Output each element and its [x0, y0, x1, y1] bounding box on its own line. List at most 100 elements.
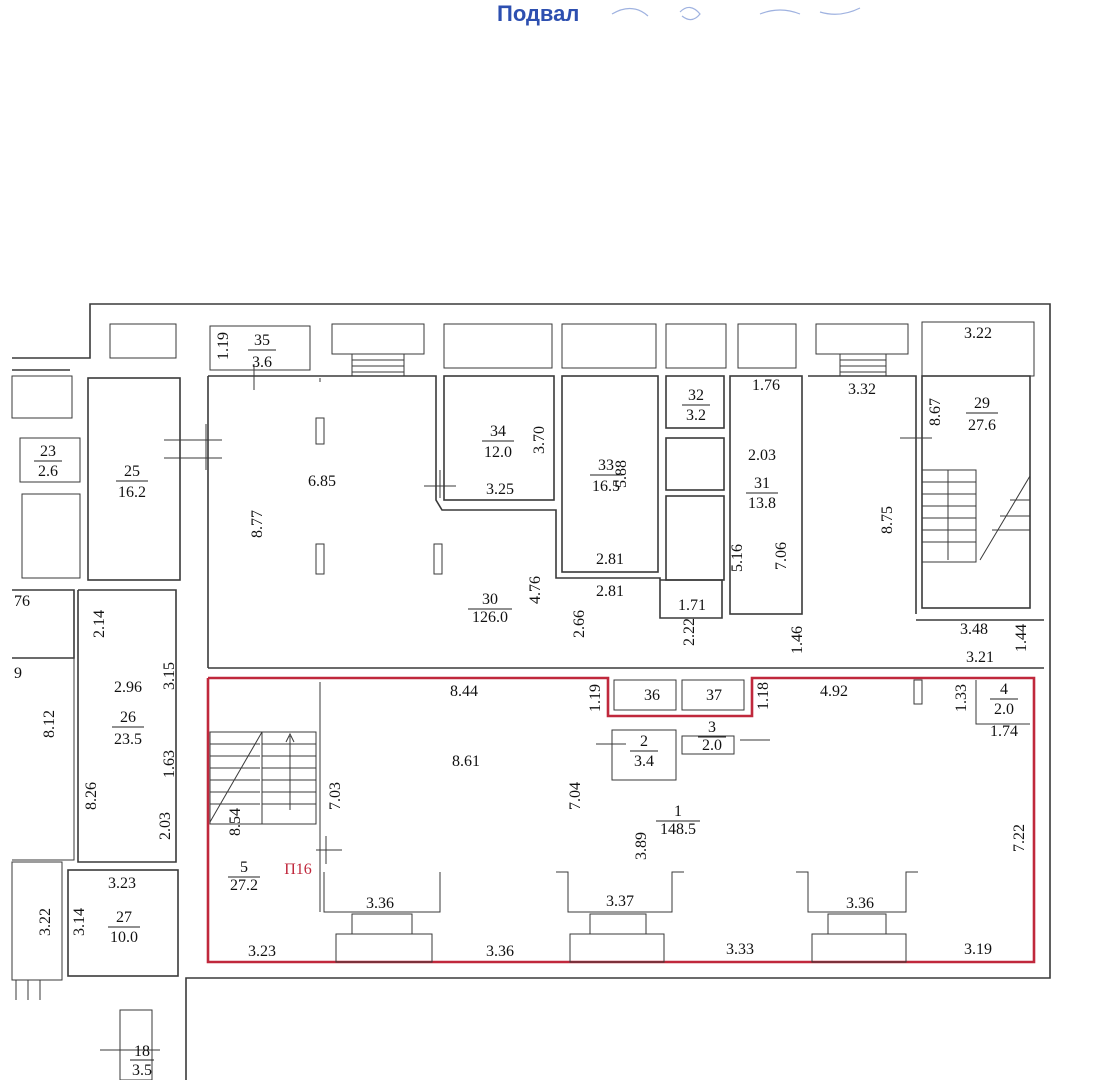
svg-text:27.6: 27.6	[968, 417, 996, 434]
interior-walls	[11, 375, 1044, 1080]
svg-text:35: 35	[254, 332, 270, 349]
dimension: 3.37	[606, 893, 634, 910]
svg-text:126.0: 126.0	[472, 609, 508, 626]
svg-text:5: 5	[240, 859, 248, 876]
dimension: 1.44	[1013, 624, 1030, 652]
svg-text:12.0: 12.0	[484, 444, 512, 461]
svg-text:33: 33	[598, 457, 614, 474]
dimension: 2.81	[596, 551, 624, 568]
room-label: 31 13.8	[746, 475, 778, 512]
dimension: 8.54	[227, 808, 244, 836]
dimension: 3.23	[108, 875, 136, 892]
dimension: 2.66	[571, 610, 588, 638]
svg-text:34: 34	[490, 423, 506, 440]
dimension: 3.15	[161, 662, 178, 690]
dimension: 4.92	[820, 683, 848, 700]
dimension: 4.76	[527, 576, 544, 604]
handwriting-mark	[611, 6, 861, 21]
outer-walls	[12, 303, 1051, 1080]
room-label: 26 23.5	[112, 709, 144, 748]
dimension-labels: 1.19 3.22 3.70 1.76 3.32 8.67 6.85 3.25 …	[14, 325, 1030, 960]
dimension: 8.67	[927, 398, 944, 426]
dimension: 3.33	[726, 941, 754, 958]
dimension: 1.74	[990, 723, 1018, 740]
lower-details	[319, 679, 1030, 963]
svg-text:148.5: 148.5	[660, 821, 696, 838]
dimension: 3.25	[486, 481, 514, 498]
svg-text:3.4: 3.4	[634, 753, 654, 770]
dimension: 3.70	[531, 426, 548, 454]
dimension: 9	[14, 665, 22, 682]
svg-text:13.8: 13.8	[748, 495, 776, 512]
room-label: 183.5	[130, 1043, 154, 1079]
svg-text:3.5: 3.5	[132, 1062, 152, 1079]
dimension: 7.22	[1011, 824, 1028, 852]
svg-text:10.0: 10.0	[110, 929, 138, 946]
svg-text:3.2: 3.2	[686, 407, 706, 424]
room-label: 23.4	[630, 733, 658, 770]
svg-text:25: 25	[124, 463, 140, 480]
dimension: 2.14	[91, 610, 108, 638]
dimension: 5.16	[729, 544, 746, 572]
svg-text:26: 26	[120, 709, 136, 726]
dimension: 3.21	[966, 649, 994, 666]
door-marks	[100, 364, 932, 1051]
room-number: 37	[706, 687, 722, 704]
dimension: 1.63	[161, 750, 178, 778]
svg-text:23.5: 23.5	[114, 731, 142, 748]
svg-text:16.2: 16.2	[118, 484, 146, 501]
svg-text:2: 2	[640, 733, 648, 750]
dimension: 8.61	[452, 753, 480, 770]
svg-text:31: 31	[754, 475, 770, 492]
room-label: 353.6	[248, 332, 276, 371]
dimension: 3.32	[848, 381, 876, 398]
dimension: 2.03	[748, 447, 776, 464]
dimension: 1.19	[587, 684, 604, 712]
dimension: 7.06	[773, 542, 790, 570]
dimension: 3.14	[71, 908, 88, 936]
page-title: Подвал	[497, 1, 580, 26]
dimension: 8.26	[83, 782, 100, 810]
room-label: 42.0	[990, 681, 1018, 718]
dimension: 7.03	[327, 782, 344, 810]
room-label: 527.2	[228, 859, 260, 894]
svg-text:27.2: 27.2	[230, 877, 258, 894]
dimension: 1.33	[953, 684, 970, 712]
dimension: 2.22	[681, 618, 698, 646]
dimension: 1.71	[678, 597, 706, 614]
svg-text:1: 1	[674, 803, 682, 820]
svg-text:4: 4	[1000, 681, 1008, 698]
dimension: 3.36	[846, 895, 874, 912]
room-label: 323.2	[682, 387, 710, 424]
dimension: 8.77	[249, 510, 266, 538]
svg-text:23: 23	[40, 443, 56, 460]
room-number: 36	[644, 687, 660, 704]
dimension: 7.04	[567, 782, 584, 810]
dimension: 76	[14, 593, 30, 610]
svg-text:2.0: 2.0	[702, 737, 722, 754]
svg-text:3.6: 3.6	[252, 354, 272, 371]
dimension: 8.44	[450, 683, 478, 700]
dimension: 3.22	[37, 908, 54, 936]
room-label: 232.6	[34, 443, 62, 480]
window-wells	[109, 321, 1035, 377]
dimension: 3.19	[964, 941, 992, 958]
dimension: 3.48	[960, 621, 988, 638]
svg-text:30: 30	[482, 591, 498, 608]
room-label: 34 12.0	[482, 423, 514, 461]
svg-text:2.0: 2.0	[994, 701, 1014, 718]
zone-label: П16	[284, 861, 312, 878]
highlighted-premises	[206, 676, 1036, 964]
dimension: 8.12	[41, 710, 58, 738]
svg-text:32: 32	[688, 387, 704, 404]
room-label: 25 16.2	[116, 463, 148, 501]
stairs	[209, 469, 1031, 825]
